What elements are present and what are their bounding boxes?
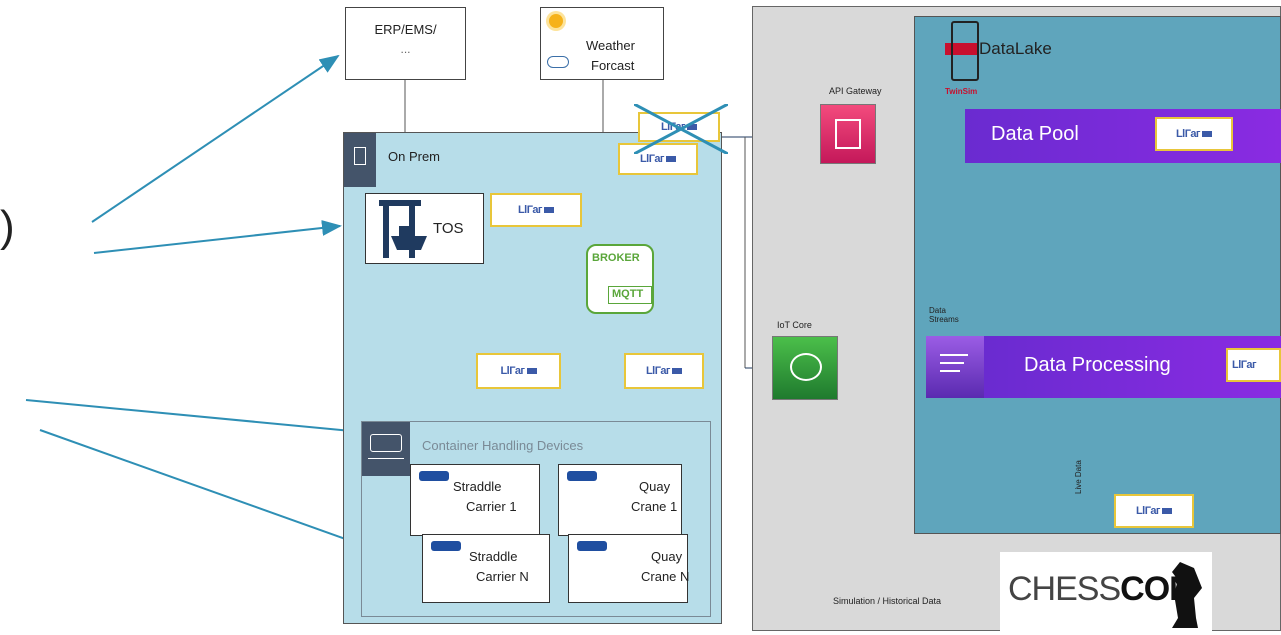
product-chip-icon: LlГаг [1226, 348, 1281, 382]
forecast-label: Forcast [591, 58, 635, 73]
device-label: Quay [651, 549, 683, 564]
kinesis-icon [926, 336, 984, 398]
crane-ship-icon [369, 198, 429, 260]
chd-title: Container Handling Devices [422, 438, 584, 453]
vehicle-icon [577, 541, 607, 551]
datalake-region: DataLake TwinSim [914, 16, 1281, 534]
erp-label: ERP/EMS/ [374, 22, 437, 37]
device-label: Crane N [641, 569, 690, 584]
product-chip-icon: LlГаг [1155, 117, 1233, 151]
device-label: Carrier 1 [466, 499, 517, 514]
device-label: Crane 1 [631, 499, 678, 514]
iot-core-label: IoT Core [777, 320, 812, 330]
product-chip-icon: LlГаг [490, 193, 582, 227]
arrow-to-chd [25, 399, 364, 439]
erp-ems-box: ERP/EMS/ ... [345, 7, 466, 80]
iot-core-icon[interactable] [772, 336, 838, 400]
straddle-carrier-n: Straddle Carrier N [422, 534, 550, 603]
container-handling-region: Container Handling Devices [361, 421, 711, 617]
vehicle-icon [419, 471, 449, 481]
chesscon-label-a: CHESS [1008, 570, 1121, 608]
simulation-historical-label: Simulation / Historical Data [833, 596, 942, 606]
twinsim-label: TwinSim [945, 87, 978, 96]
weather-label: Weather [586, 38, 635, 53]
knight-icon [1164, 558, 1206, 630]
straddle-carrier-1: Straddle Carrier 1 [410, 464, 540, 536]
device-label: Straddle [469, 549, 518, 564]
data-pool-block: Data Pool [965, 109, 1281, 163]
tos-box: TOS [365, 193, 484, 264]
api-gateway-icon[interactable] [820, 104, 876, 164]
weather-box: Weather Forcast [540, 7, 664, 80]
conveyor-icon [362, 422, 410, 476]
clipped-left-text: ) [0, 202, 15, 251]
sun-icon [549, 14, 563, 28]
broker-label: BROKER [592, 252, 640, 264]
erp-ellipsis: ... [400, 42, 411, 56]
quay-crane-n: Quay Crane N [568, 534, 690, 603]
data-pool-label: Data Pool [991, 123, 1079, 145]
device-label: Straddle [453, 479, 502, 494]
live-data-label: Live Data [1074, 460, 1083, 494]
mqtt-broker-box: BROKER MQTT [586, 244, 654, 314]
twinsim-icon [951, 21, 979, 81]
api-gateway-label: API Gateway [829, 86, 882, 96]
data-streams-label: Data Streams [929, 306, 959, 324]
product-chip-icon: LlГаг [624, 353, 704, 389]
on-prem-title: On Prem [388, 149, 441, 164]
arrow-to-tos [93, 220, 342, 254]
vehicle-icon [567, 471, 597, 481]
vehicle-icon [431, 541, 461, 551]
arrow-to-erp [91, 54, 340, 223]
data-processing-label: Data Processing [1024, 354, 1171, 376]
mqtt-tag: MQTT [608, 286, 652, 304]
product-chip-icon: LlГаг [1114, 494, 1194, 528]
product-chip-icon: LlГаг [618, 143, 698, 175]
quay-crane-1: Quay Crane 1 [558, 464, 682, 536]
chesscon-logo: CHESSCON [1000, 552, 1212, 632]
product-chip-crossed-icon: LlГаг [634, 104, 728, 154]
server-icon [344, 133, 376, 187]
product-chip-icon: LlГаг [476, 353, 561, 389]
cloud-icon [547, 56, 569, 68]
tos-label: TOS [433, 220, 464, 237]
device-label: Carrier N [476, 569, 529, 584]
datalake-title: DataLake [979, 39, 1052, 58]
datalake-logo-icon [945, 43, 977, 55]
device-label: Quay [639, 479, 671, 494]
mqtt-label: MQTT [612, 288, 644, 300]
